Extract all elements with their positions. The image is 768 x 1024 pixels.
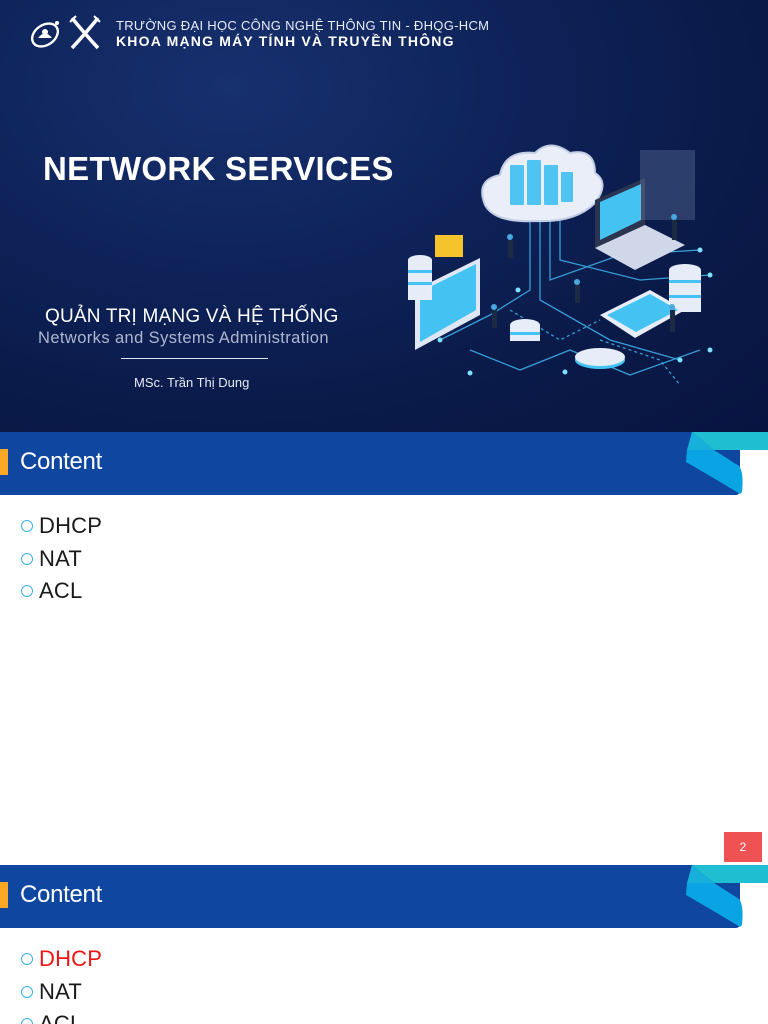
circle-bullet-icon bbox=[21, 585, 33, 598]
topic-item-acl: ACL bbox=[21, 1008, 102, 1024]
faculty-logo-icon bbox=[68, 14, 102, 52]
slide-heading-banner: Content bbox=[0, 432, 740, 495]
topic-list: DHCP NAT ACL bbox=[21, 510, 102, 608]
circle-bullet-icon bbox=[21, 1018, 33, 1024]
university-logo-icon bbox=[28, 14, 62, 52]
content-slide-2: Content DHCP NAT ACL 2 bbox=[0, 432, 768, 865]
circle-bullet-icon bbox=[21, 520, 33, 533]
topic-label-highlighted: DHCP bbox=[39, 946, 103, 972]
circle-bullet-icon bbox=[21, 985, 33, 998]
topic-item-nat: NAT bbox=[21, 543, 102, 576]
title-slide: TRƯỜNG ĐẠI HỌC CÔNG NGHỆ THÔNG TIN - ĐHQ… bbox=[0, 0, 768, 432]
ribbon-decoration-icon bbox=[686, 865, 768, 927]
topic-list: DHCP NAT ACL bbox=[21, 943, 102, 1024]
course-title-english: Networks and Systems Administration bbox=[38, 329, 329, 347]
topic-label: NAT bbox=[39, 545, 82, 571]
circle-bullet-icon bbox=[21, 953, 33, 966]
topic-item-dhcp: DHCP bbox=[21, 943, 102, 976]
topic-label: ACL bbox=[39, 578, 83, 604]
course-title-vietnamese: QUẢN TRỊ MẠNG VÀ HỆ THỐNG bbox=[45, 306, 339, 327]
topic-label: DHCP bbox=[39, 513, 103, 539]
page-number-badge: 2 bbox=[724, 832, 762, 862]
slide-heading: Content bbox=[20, 448, 102, 475]
ribbon-decoration-icon bbox=[686, 432, 768, 494]
content-slide-3: Content DHCP NAT ACL bbox=[0, 865, 768, 1024]
topic-item-nat: NAT bbox=[21, 976, 102, 1009]
institution-header: TRƯỜNG ĐẠI HỌC CÔNG NGHỆ THÔNG TIN - ĐHQ… bbox=[28, 14, 489, 52]
author-name: MSc. Trần Thị Dung bbox=[134, 375, 250, 390]
faculty-name: KHOA MẠNG MÁY TÍNH VÀ TRUYỀN THÔNG bbox=[116, 32, 455, 49]
topic-item-dhcp: DHCP bbox=[21, 510, 102, 543]
topic-label: ACL bbox=[39, 1011, 83, 1024]
slide-heading: Content bbox=[20, 881, 102, 908]
heading-accent-bar bbox=[0, 449, 8, 475]
heading-accent-bar bbox=[0, 882, 8, 908]
presentation-title: NETWORK SERVICES bbox=[43, 150, 394, 187]
university-name: TRƯỜNG ĐẠI HỌC CÔNG NGHỆ THÔNG TIN - ĐHQ… bbox=[116, 17, 490, 33]
cloud-network-illustration-icon bbox=[408, 144, 713, 386]
title-divider bbox=[121, 358, 268, 359]
slide-heading-banner: Content bbox=[0, 865, 740, 928]
circle-bullet-icon bbox=[21, 552, 33, 565]
topic-label: NAT bbox=[39, 978, 82, 1004]
topic-item-acl: ACL bbox=[21, 575, 102, 608]
